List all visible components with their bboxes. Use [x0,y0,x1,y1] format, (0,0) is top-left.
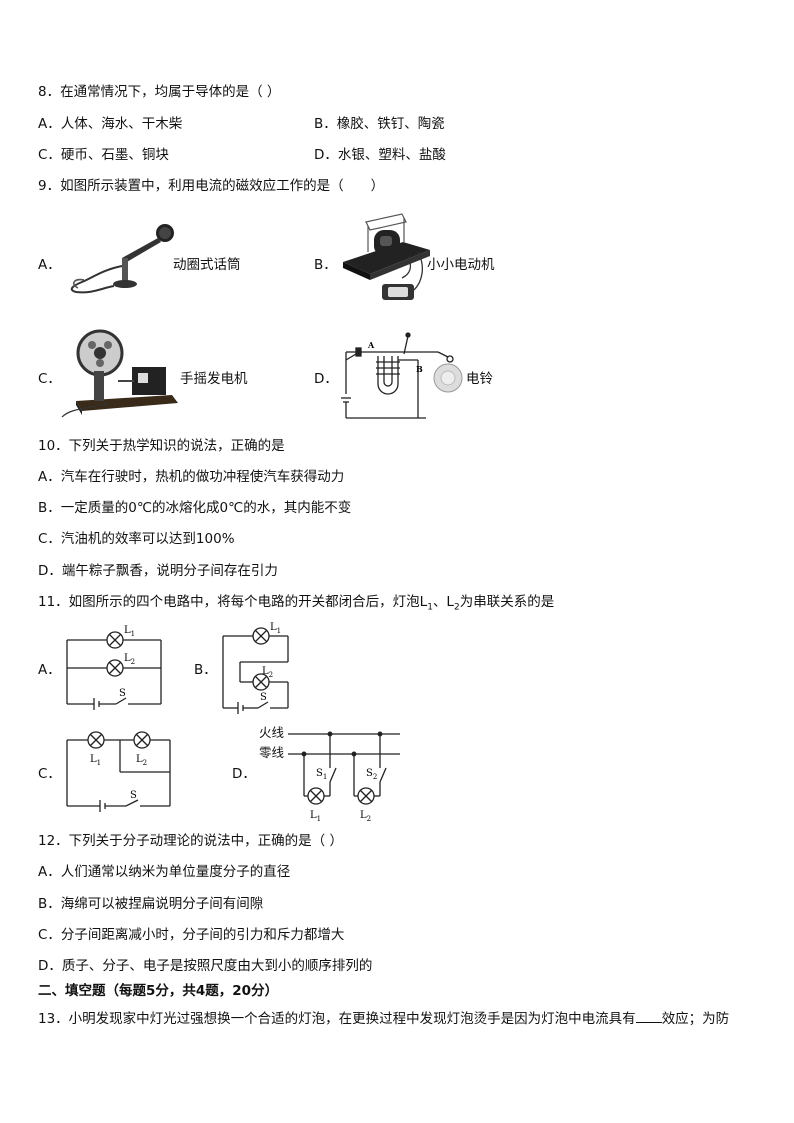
q11-stem: 11．如图所示的四个电路中，将每个电路的开关都闭合后，灯泡L1、L2为串联关系的… [38,594,555,613]
circuit-d-lamp1-label: L1 [310,810,321,823]
q9-option-c-letter: C． [38,371,61,387]
q12-option-c: C．分子间距离减小时，分子间的引力和斥力都增大 [38,927,345,943]
motor-image [343,213,430,300]
circuit-c-lamp2-label: L2 [136,754,147,767]
microphone-image [70,224,174,294]
circuit-a-switch-label: S [119,688,126,699]
q11-option-c-letter: C． [38,766,61,782]
circuit-c-diagram: L1 L2 S [66,731,171,812]
q9-stem: 9．如图所示装置中，利用电流的磁效应工作的是（ ） [38,178,385,194]
q9-option-d-caption: 电铃 [466,371,493,387]
q10-stem: 10．下列关于热学知识的说法，正确的是 [38,438,285,454]
section-title: 二、填空题（每题5分，共4题，20分） [38,983,279,999]
circuit-c-switch-label: S [130,790,137,801]
circuit-a-lamp1-label: L1 [124,625,135,638]
q8-option-d: D．水银、塑料、盐酸 [314,147,446,163]
q12-stem: 12．下列关于分子动理论的说法中，正确的是（ ） [38,833,343,849]
q11-option-b-letter: B． [194,662,217,678]
circuit-b-lamp2-label: L2 [262,666,273,679]
q9-option-d-letter: D． [314,371,338,387]
q9-option-a-caption: 动圈式话筒 [173,257,241,273]
circuit-a-diagram: L1 L2 S [66,625,162,710]
live-wire-label: 火线 [259,725,285,740]
circuit-d-switch1-label: S1 [316,768,327,781]
circuit-d-lamp2-label: L2 [360,810,371,823]
q13-stem: 13．小明发现家中灯光过强想换一个合适的灯泡，在更换过程中发现灯泡烫手是因为灯泡… [38,1010,730,1027]
q10-option-a: A．汽车在行驶时，热机的做功冲程使汽车获得动力 [38,469,345,485]
q9-option-b-letter: B． [314,257,337,273]
electric-bell-diagram: A B [341,332,463,419]
circuit-d-switch2-label: S2 [366,768,377,781]
q9-option-a-letter: A． [38,257,61,273]
q13-answer-blank[interactable] [635,1010,662,1023]
circuit-b-switch-label: S [260,692,267,703]
q8-option-a: A．人体、海水、干木柴 [38,116,183,132]
q12-option-a: A．人们通常以纳米为单位量度分子的直径 [38,864,291,880]
q8-stem: 8．在通常情况下，均属于导体的是（ ） [38,84,281,100]
bell-label-b: B [416,364,423,374]
q10-option-c: C．汽油机的效率可以达到100% [38,531,235,547]
q11-option-a-letter: A． [38,662,61,678]
circuit-b-diagram: L1 L2 S [222,622,289,714]
q11-option-d-letter: D． [232,766,256,782]
q10-option-b: B．一定质量的0℃的冰熔化成0℃的水，其内能不变 [38,500,352,516]
circuit-d-diagram: S1 S2 L1 L2 [288,731,400,823]
microphone-icon [70,224,174,294]
q9-option-b-caption: 小小电动机 [427,257,495,273]
hand-generator-image [61,329,178,418]
q10-option-d: D．端午粽子飘香，说明分子间存在引力 [38,563,278,579]
circuit-c-lamp1-label: L1 [90,754,101,767]
circuit-b-lamp1-label: L1 [270,622,281,635]
q12-option-b: B．海绵可以被捏扁说明分子间有间隙 [38,896,264,912]
q8-option-b: B．橡胶、铁钉、陶瓷 [314,116,445,132]
motor-icon [343,213,430,300]
generator-icon [61,329,178,418]
q12-option-d: D．质子、分子、电子是按照尺度由大到小的顺序排列的 [38,958,373,974]
bell-circuit-icon [341,332,454,419]
neutral-wire-label: 零线 [259,745,285,760]
bell-label-a: A [367,340,375,350]
q9-option-c-caption: 手摇发电机 [180,371,248,387]
circuit-a-lamp2-label: L2 [124,653,135,666]
q8-option-c: C．硬币、石墨、铜块 [38,147,169,163]
